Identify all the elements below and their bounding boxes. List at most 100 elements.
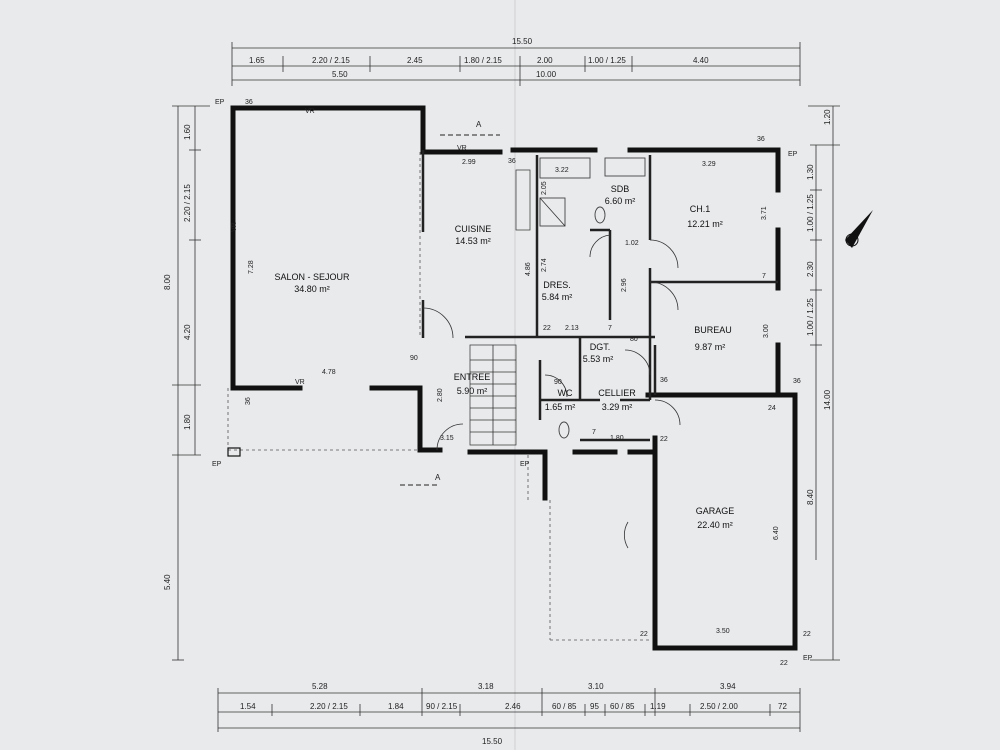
interior-dim: 36	[245, 99, 253, 106]
interior-dim: 2.80	[437, 388, 444, 402]
interior-dim: 36	[793, 378, 801, 385]
double-sink	[604, 157, 646, 177]
interior-dim: 90	[410, 355, 418, 362]
left-outer-dim: 8.00	[163, 274, 172, 290]
room-salon: SALON - SEJOUR 34.80 m²	[274, 272, 350, 294]
shower	[539, 197, 566, 227]
door-swings	[422, 234, 681, 549]
bathroom-fixtures	[515, 157, 646, 439]
room-area: 12.21 m²	[687, 219, 723, 229]
top-total-dim: 15.50	[512, 37, 533, 46]
left-inner-dim: 1.80	[183, 414, 192, 430]
room-name: CELLIER	[598, 388, 636, 398]
room-dgt: DGT. 5.53 m²	[583, 342, 614, 364]
right-top-dim: 1.20	[823, 109, 832, 125]
left-inner-dim: 4.20	[183, 324, 192, 340]
top-dim: 2.20 / 2.15	[312, 56, 350, 65]
room-name: BUREAU	[694, 325, 732, 335]
interior-dim: 2.05	[541, 181, 548, 195]
interior-dim: 2.13	[565, 325, 579, 332]
interior-dim: 36	[660, 377, 668, 384]
north-arrow-icon	[845, 210, 873, 248]
interior-dim: 6.40	[773, 526, 780, 540]
left-dimensions: 8.00 5.40 1.60 2.20 / 2.15 4.20 1.80	[163, 105, 210, 661]
section-markers: A A	[400, 120, 500, 486]
interior-dim: 4.86	[525, 262, 532, 276]
right-mid-dim: 1.00 / 1.25	[806, 194, 815, 232]
interior-dim: 22	[640, 631, 648, 638]
room-name: DRES.	[543, 280, 571, 290]
section-label: A	[476, 120, 482, 129]
interior-dim: 3.50	[716, 628, 730, 635]
room-sdb: SDB 6.60 m²	[605, 184, 636, 206]
interior-dim: 36	[245, 397, 252, 405]
interior-dim: 2.74	[541, 258, 548, 272]
right-mid-dim: 2.30	[806, 261, 815, 277]
top-dim: 4.40	[693, 56, 709, 65]
interior-dim: 3.22	[555, 167, 569, 174]
room-area: 5.53 m²	[583, 354, 614, 364]
bottom-dim: 2.20 / 2.15	[310, 702, 348, 711]
room-area: 3.29 m²	[602, 402, 633, 412]
right-mid-dim: 8.40	[806, 489, 815, 505]
interior-dim: 3.15	[440, 435, 454, 442]
room-name: WC	[558, 388, 573, 398]
top-dim: 2.00	[537, 56, 553, 65]
top-dim: 2.45	[407, 56, 423, 65]
bottom-dim: 1.84	[388, 702, 404, 711]
interior-dim: 36	[508, 158, 516, 165]
top-dim: 1.65	[249, 56, 265, 65]
interior-dim: 2.99	[462, 159, 476, 166]
interior-dim: 2.96	[621, 278, 628, 292]
vr-label: VR	[295, 379, 305, 386]
bottom-dim: 1.54	[240, 702, 256, 711]
room-wc: WC 1.65 m²	[545, 388, 576, 412]
room-dres: DRES. 5.84 m²	[542, 280, 573, 302]
bottom-dim: 3.94	[720, 682, 736, 691]
ep-markers: EP EP EP EP EP	[212, 99, 813, 662]
bottom-dim: 2.50 / 2.00	[700, 702, 738, 711]
bottom-dim: 90 / 2.15	[426, 702, 458, 711]
right-mid-dim: 1.00 / 1.25	[806, 298, 815, 336]
bottom-dim: 3.10	[588, 682, 604, 691]
room-cellier: CELLIER 3.29 m²	[598, 388, 636, 412]
interior-dim: 3.00	[763, 324, 770, 338]
right-outer-dim: 14.00	[823, 389, 832, 410]
bottom-dim: 5.28	[312, 682, 328, 691]
room-area: 9.87 m²	[695, 342, 726, 352]
vr-label: VR	[457, 145, 467, 152]
interior-dim: 3.71	[761, 206, 768, 220]
room-name: SDB	[611, 184, 630, 194]
room-ch1: CH.1 12.21 m²	[687, 204, 723, 229]
room-name: GARAGE	[696, 506, 735, 516]
toilet-sdb	[594, 206, 606, 224]
left-inner-dim: 1.60	[183, 124, 192, 140]
room-area: 34.80 m²	[294, 284, 330, 294]
interior-dim: 4.78	[322, 369, 336, 376]
room-labels: SALON - SEJOUR 34.80 m² CUISINE 14.53 m²…	[274, 184, 734, 530]
ep-label: EP	[212, 461, 222, 468]
exterior-walls	[230, 105, 798, 651]
kitchen-counter	[515, 169, 531, 231]
ep-label: EP	[215, 99, 225, 106]
room-name: CH.1	[690, 204, 711, 214]
ep-label: EP	[788, 151, 798, 158]
interior-dim: 22	[660, 436, 668, 443]
section-label: A	[435, 473, 441, 482]
dashed-lines	[227, 152, 650, 641]
top-dim: 1.00 / 1.25	[588, 56, 626, 65]
interior-dim: 7.28	[248, 260, 255, 274]
room-name: DGT.	[590, 342, 611, 352]
interior-dim: 22	[780, 660, 788, 667]
room-cuisine: CUISINE 14.53 m²	[455, 224, 492, 246]
bottom-total-dim: 15.50	[482, 737, 503, 746]
interior-dim: 90	[554, 379, 562, 386]
interior-dimensions: 7.28 4.78 36 36 VR VR VR VR 2.99 3.22 2.…	[231, 99, 811, 667]
interior-dim: 24	[768, 405, 776, 412]
left-inner-dim: 2.20 / 2.15	[183, 184, 192, 222]
toilet-wc	[558, 421, 570, 439]
ep-label: EP	[520, 461, 530, 468]
interior-walls	[421, 150, 778, 442]
interior-dim: 7	[592, 429, 596, 436]
